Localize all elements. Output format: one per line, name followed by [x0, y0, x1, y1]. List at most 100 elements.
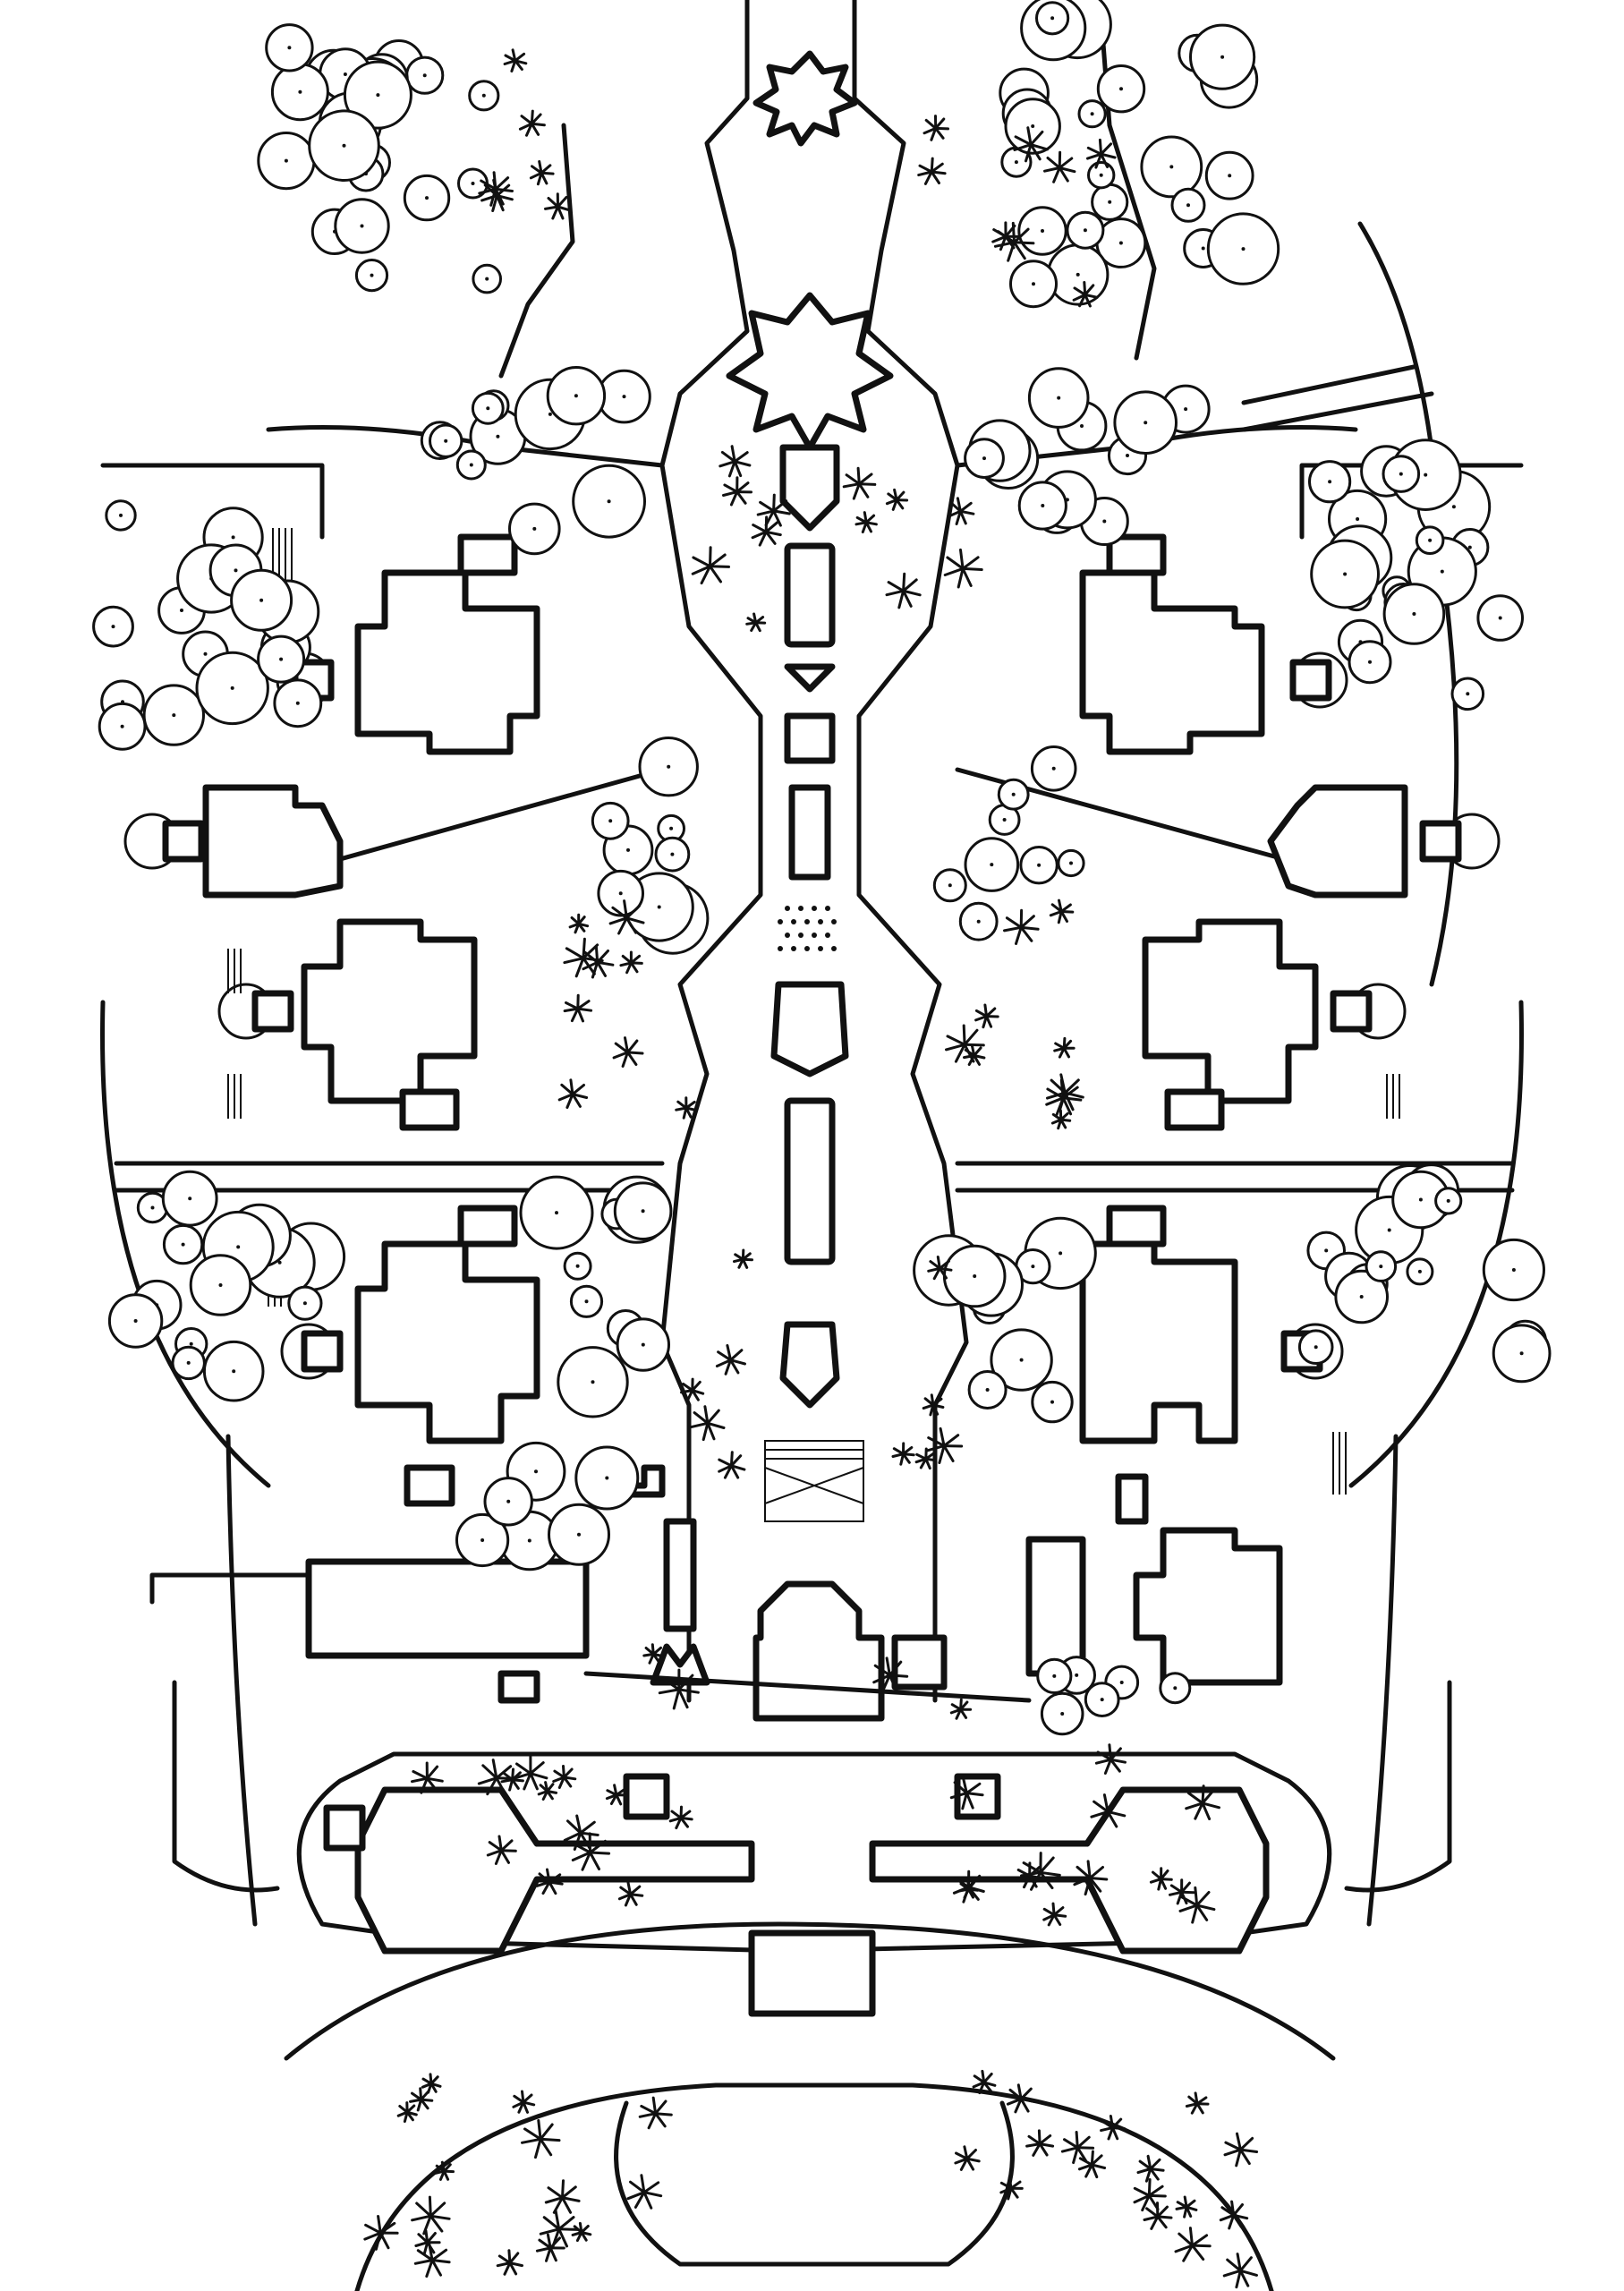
shrub-ray: [523, 1772, 532, 1791]
shrub-ray: [1100, 2126, 1114, 2133]
shrub-ray: [508, 2261, 523, 2268]
shrub-ray: [1094, 152, 1103, 169]
shrubs-layer: [363, 48, 1259, 2289]
shrub-ray: [1160, 1869, 1169, 1881]
tree-trunk-dot: [1119, 87, 1123, 91]
tree-trunk-dot: [360, 224, 364, 228]
shrub-ray: [560, 1083, 574, 1096]
shrub-ray: [955, 509, 962, 525]
shrub-ray: [963, 1028, 979, 1046]
tree-trunk-dot: [608, 819, 613, 823]
shrub-ray: [946, 1035, 966, 1046]
shrub-ray: [1194, 1801, 1204, 1820]
shrub-icon: [756, 493, 791, 527]
shrub-ray: [733, 460, 752, 467]
shrub-ray: [729, 490, 739, 507]
shrub-ray: [1188, 2227, 1194, 2247]
tree-trunk-dot: [259, 598, 264, 602]
tree-trunk-dot: [607, 499, 611, 504]
shrub-ray: [857, 482, 877, 486]
shrub-ray: [430, 2259, 451, 2264]
shrub-ray: [1220, 2206, 1236, 2217]
shrub-ray: [1238, 2269, 1250, 2287]
building-west-1: [354, 569, 540, 755]
shrub-ray: [1111, 2126, 1119, 2141]
shrub-ray: [962, 1024, 966, 1046]
shrub-ray: [1094, 1758, 1112, 1765]
shrub-ray: [1054, 1042, 1066, 1050]
shrub-ray: [535, 1880, 551, 1887]
pavilion-icon: [217, 983, 294, 1040]
shrub-ray: [429, 2214, 444, 2233]
annex-east-4: [1106, 1205, 1167, 1248]
shrub-ray: [682, 1106, 688, 1120]
shrub-icon: [972, 2069, 997, 2095]
shrub-icon: [612, 1036, 644, 1068]
tree-trunk-dot: [605, 1476, 609, 1480]
shrub-ray: [1073, 286, 1087, 296]
shrub-ray: [733, 451, 749, 464]
tree-trunk-dot: [342, 143, 346, 148]
shrub-icon: [1222, 2253, 1258, 2289]
shrub-ray: [582, 957, 604, 962]
shrub-ray: [1100, 152, 1117, 159]
shrub-ray: [973, 1046, 982, 1057]
shrub-ray: [764, 530, 777, 545]
shrub-icon: [1185, 2091, 1210, 2115]
shrub-ray: [709, 546, 712, 568]
shrub-ray: [1028, 1874, 1044, 1880]
shrub-ray: [670, 1810, 683, 1819]
tree-trunk-dot: [1399, 472, 1403, 476]
shrub-ray: [629, 2180, 646, 2194]
shrub-ray: [514, 59, 523, 71]
shrub-ray: [893, 488, 898, 502]
shrub-ray: [930, 157, 934, 174]
shrub-ray: [529, 1772, 548, 1780]
tree-trunk-dot: [1328, 480, 1332, 484]
tree-trunk-dot: [1379, 1265, 1383, 1269]
shrub-ray: [677, 1674, 694, 1691]
shrub-ray: [626, 1881, 633, 1896]
shrub-ray: [522, 2100, 536, 2107]
shrub-ray: [997, 230, 1016, 244]
shrub-icon: [718, 445, 752, 478]
tree-trunk-dot: [532, 526, 537, 531]
tree-trunk-dot: [1126, 454, 1129, 457]
shrub-ray: [902, 589, 922, 597]
shrub-ray: [411, 2091, 423, 2101]
shrub-ray: [1149, 2168, 1165, 2172]
shrub-ray: [1025, 143, 1033, 163]
shrub-ray: [415, 2202, 432, 2218]
shrub-ray: [954, 2157, 969, 2165]
shrub-ray: [561, 2179, 565, 2200]
bridge-crossing: [764, 1440, 864, 1522]
shrub-ray: [929, 1260, 941, 1270]
shrub-ray: [949, 1792, 968, 1800]
shrub-ray: [579, 1820, 596, 1835]
shrub-ray: [863, 511, 868, 524]
shrub-ray: [538, 160, 543, 175]
tree-trunk-dot: [1440, 569, 1444, 574]
shrub-ray: [623, 899, 628, 920]
tree-trunk-dot: [1446, 1198, 1450, 1203]
shrub-icon: [690, 1405, 726, 1442]
shrub-ray: [422, 2241, 429, 2256]
shrub-ray: [1169, 1884, 1184, 1894]
shrub-ray: [1027, 2134, 1042, 2146]
shrub-ray: [648, 1652, 655, 1665]
tree-trunk-dot: [948, 883, 952, 888]
shrub-ray: [629, 961, 639, 974]
shrub-ray: [892, 1447, 905, 1456]
shrub-ray: [1088, 1877, 1102, 1893]
shrub-ray: [1195, 1903, 1216, 1912]
shrub-ray: [540, 171, 555, 175]
shrub-ray: [950, 1703, 963, 1711]
shrub-ray: [961, 566, 973, 587]
tree-trunk-dot: [370, 273, 374, 277]
shrub-icon: [552, 1765, 577, 1789]
palace-center-gate: [748, 1929, 876, 2017]
shrub-ray: [546, 1783, 555, 1793]
tree-trunk-dot: [469, 463, 473, 467]
shrub-ray: [566, 1819, 582, 1835]
shrub-icon: [563, 1814, 599, 1851]
